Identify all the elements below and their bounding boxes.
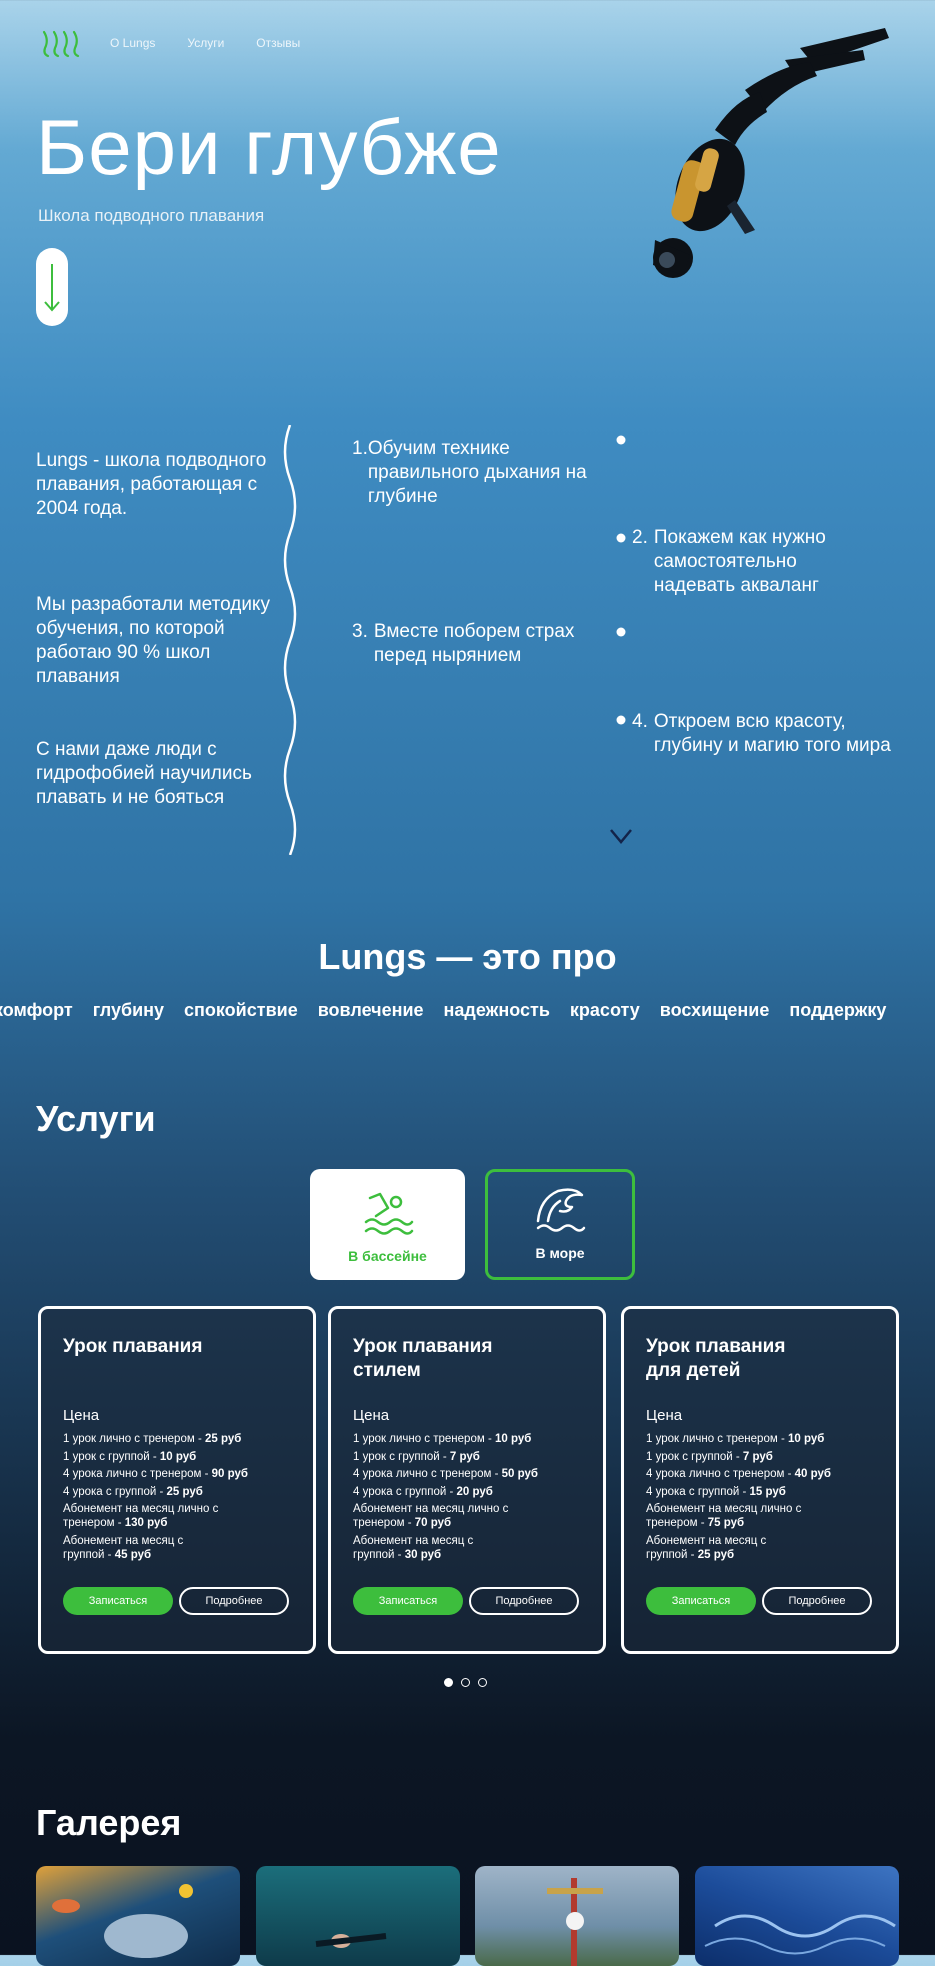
pro-word: комфорт — [0, 1000, 73, 1020]
step-2: 2. Покажем как нужно самостоятельно наде… — [632, 527, 826, 596]
service-card: Урок плавания для детей Цена 1 урок личн… — [621, 1306, 899, 1654]
price-line: 4 урока с группой - 20 руб — [353, 1485, 493, 1498]
lifeguard-tower-illustration — [547, 1878, 603, 1966]
signup-button[interactable]: Записаться — [353, 1587, 463, 1615]
pro-word: глубину — [92, 1000, 165, 1020]
carousel-dot[interactable] — [444, 1678, 453, 1687]
price-label: Цена — [353, 1407, 390, 1424]
price-line: 4 урока лично с тренером - 90 руб — [63, 1468, 248, 1480]
pro-title: Lungs — это про — [318, 936, 617, 977]
card-title: Урок плавания — [63, 1336, 203, 1357]
nav-reviews[interactable]: Отзывы — [256, 36, 301, 50]
hero-title: Бери глубже — [36, 103, 502, 191]
nav-services[interactable]: Услуги — [187, 36, 225, 50]
arrow-down-icon — [44, 264, 60, 312]
gallery-image[interactable] — [256, 1866, 460, 1966]
step-3: 3. Вместе поборем страх перед нырянием — [352, 621, 575, 666]
price-line: Абонемент на месяц с группой - 30 руб — [353, 1534, 474, 1561]
step-1: 1. Обучим технике правильного дыхания на… — [352, 438, 587, 507]
fish-illustration — [52, 1884, 193, 1958]
price-line: 1 урок с группой - 7 руб — [646, 1450, 773, 1463]
services-title: Услуги — [36, 1098, 156, 1139]
tab-pool[interactable]: В бассейне — [310, 1169, 465, 1280]
price-label: Цена — [63, 1407, 100, 1424]
pro-word: спокойствие — [184, 1000, 298, 1020]
price-line: 1 урок лично с тренером - 10 руб — [353, 1433, 532, 1445]
pro-words-marquee: комфорт глубину спокойствие вовлечение н… — [0, 1000, 886, 1021]
tab-pool-label: В бассейне — [348, 1248, 427, 1264]
price-line: 1 урок с группой - 7 руб — [353, 1450, 480, 1463]
price-line: Абонемент на месяц лично с тренером - 70… — [353, 1503, 509, 1529]
more-button[interactable]: Подробнее — [762, 1587, 872, 1615]
carousel-dot[interactable] — [461, 1678, 470, 1687]
pro-word: поддержку — [789, 1000, 887, 1020]
gallery-title: Галерея — [36, 1802, 182, 1843]
tab-sea[interactable]: В море — [485, 1169, 635, 1280]
timeline-arrow — [610, 435, 632, 844]
signup-button[interactable]: Записаться — [63, 1587, 173, 1615]
gallery-image[interactable] — [475, 1866, 679, 1966]
price-line: 1 урок лично с тренером - 10 руб — [646, 1433, 825, 1445]
service-card: Урок плавания Цена 1 урок лично с тренер… — [38, 1306, 316, 1654]
pro-word: вовлечение — [317, 1000, 424, 1020]
pro-word: красоту — [569, 1000, 640, 1020]
carousel-dots — [444, 1678, 487, 1687]
gallery-image[interactable] — [695, 1866, 899, 1966]
price-line: Абонемент на месяц с группой - 25 руб — [646, 1534, 767, 1561]
card-title: Урок плавания стилем — [353, 1336, 493, 1381]
diver-image — [653, 28, 889, 278]
tab-sea-label: В море — [535, 1245, 585, 1261]
swimmer-illustration — [315, 1933, 387, 1948]
carousel-dot[interactable] — [478, 1678, 487, 1687]
swimmer-icon — [364, 1192, 413, 1235]
water-surface-illustration — [704, 1914, 896, 1955]
lungs-logo-icon[interactable] — [40, 26, 80, 60]
price-line: 4 урока с группой - 25 руб — [63, 1485, 203, 1498]
intro-paragraph-3: С нами даже люди с гидрофобией научились… — [36, 739, 252, 808]
nav-about[interactable]: О Lungs — [110, 36, 156, 50]
more-button[interactable]: Подробнее — [179, 1587, 289, 1615]
hero-subtitle: Школа подводного плавания — [38, 206, 265, 225]
service-card: Урок плавания стилем Цена 1 урок лично с… — [328, 1306, 606, 1654]
price-line: 4 урока лично с тренером - 40 руб — [646, 1468, 831, 1480]
price-line: Абонемент на месяц лично с тренером - 13… — [63, 1503, 219, 1529]
wave-icon — [536, 1188, 586, 1232]
price-line: 1 урок лично с тренером - 25 руб — [63, 1433, 242, 1445]
scroll-down-button[interactable] — [36, 248, 68, 326]
card-title: Урок плавания для детей — [646, 1336, 786, 1381]
gallery-image[interactable] — [36, 1866, 240, 1966]
pro-word: восхищение — [659, 1000, 770, 1020]
price-line: Абонемент на месяц лично с тренером - 75… — [646, 1503, 802, 1529]
price-label: Цена — [646, 1407, 683, 1424]
intro-paragraph-1: Lungs - школа подводного плавания, работ… — [36, 450, 267, 519]
signup-button[interactable]: Записаться — [646, 1587, 756, 1615]
price-line: Абонемент на месяц с группой - 45 руб — [63, 1534, 184, 1561]
more-button[interactable]: Подробнее — [469, 1587, 579, 1615]
step-4: 4. Откроем всю красоту, глубину и магию … — [632, 711, 891, 756]
price-line: 4 урока лично с тренером - 50 руб — [353, 1468, 538, 1480]
price-line: 4 урока с группой - 15 руб — [646, 1485, 786, 1498]
intro-paragraph-2: Мы разработали методику обучения, по кот… — [36, 594, 270, 687]
main-nav: О Lungs Услуги Отзывы — [110, 36, 300, 50]
wave-divider — [283, 425, 297, 855]
price-line: 1 урок с группой - 10 руб — [63, 1450, 197, 1463]
pro-word: надежность — [443, 1000, 550, 1020]
